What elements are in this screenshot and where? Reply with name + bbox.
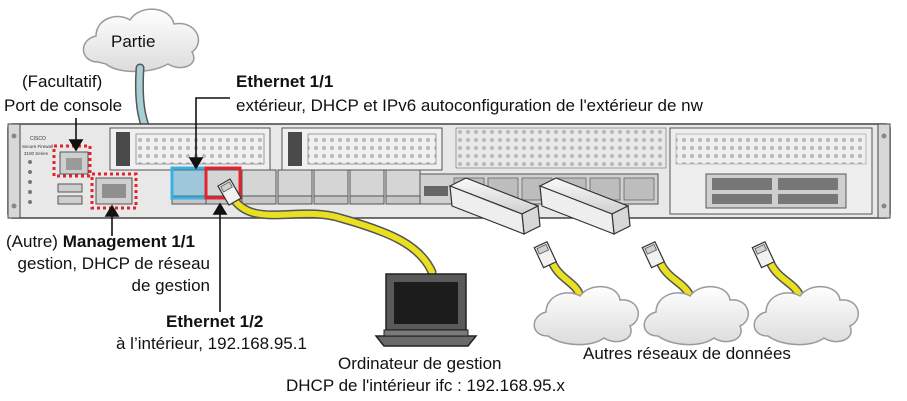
sfp-module-1 <box>448 177 541 235</box>
inside-rj45-plug <box>217 178 242 206</box>
console-port-label: Port de console <box>4 96 123 115</box>
management-computer-label: Ordinateur de gestion <box>338 354 502 373</box>
other-data-networks-label: Autres réseaux de données <box>583 344 791 363</box>
ethernet-1-2-description: à l’intérieur, 192.168.95.1 <box>116 334 307 353</box>
management-computer-dhcp-label: DHCP de l'intérieur ifc : 192.168.95.x <box>286 376 565 395</box>
storage-bay-1 <box>109 127 271 171</box>
data-network-1 <box>533 240 640 346</box>
brand-label-3: 3100 Series <box>24 151 49 156</box>
status-leds <box>28 160 32 204</box>
console-port-highlight <box>52 144 92 178</box>
inside-data-cable <box>217 178 437 277</box>
console-optional-label: (Facultatif) <box>22 72 103 91</box>
management-label-line2: gestion, DHCP de réseau <box>17 254 210 273</box>
ethernet-1-1-title: Ethernet 1/1 <box>236 72 334 91</box>
data-network-3 <box>751 240 860 346</box>
firewall-chassis <box>7 123 891 219</box>
leader-lines <box>68 97 230 312</box>
internet-cloud <box>82 8 200 73</box>
management-label-line3: de gestion <box>131 276 210 295</box>
ethernet-1-1-fill <box>172 168 206 198</box>
management-title: Management 1/1 <box>62 232 195 251</box>
ethernet-1-2-highlight <box>204 166 242 200</box>
rj45-port-row <box>171 169 421 205</box>
brand-label-1: CISCO <box>30 136 46 142</box>
storage-bay-2 <box>281 127 443 171</box>
management-label-line1: (Autre) Management 1/1 <box>6 232 195 252</box>
management-prefix: (Autre) <box>6 232 58 251</box>
internet-cloud-label: Partie <box>111 32 156 51</box>
ethernet-1-2-title: Ethernet 1/2 <box>166 312 264 331</box>
management-laptop <box>374 273 478 347</box>
sfp-module-2 <box>538 177 631 235</box>
ethernet-1-1-description: extérieur, DHCP et IPv6 autoconfiguratio… <box>236 96 703 115</box>
brand-label-2: Secure Firewall <box>22 144 53 149</box>
management-port-highlight <box>90 172 138 210</box>
data-network-2 <box>641 240 750 346</box>
